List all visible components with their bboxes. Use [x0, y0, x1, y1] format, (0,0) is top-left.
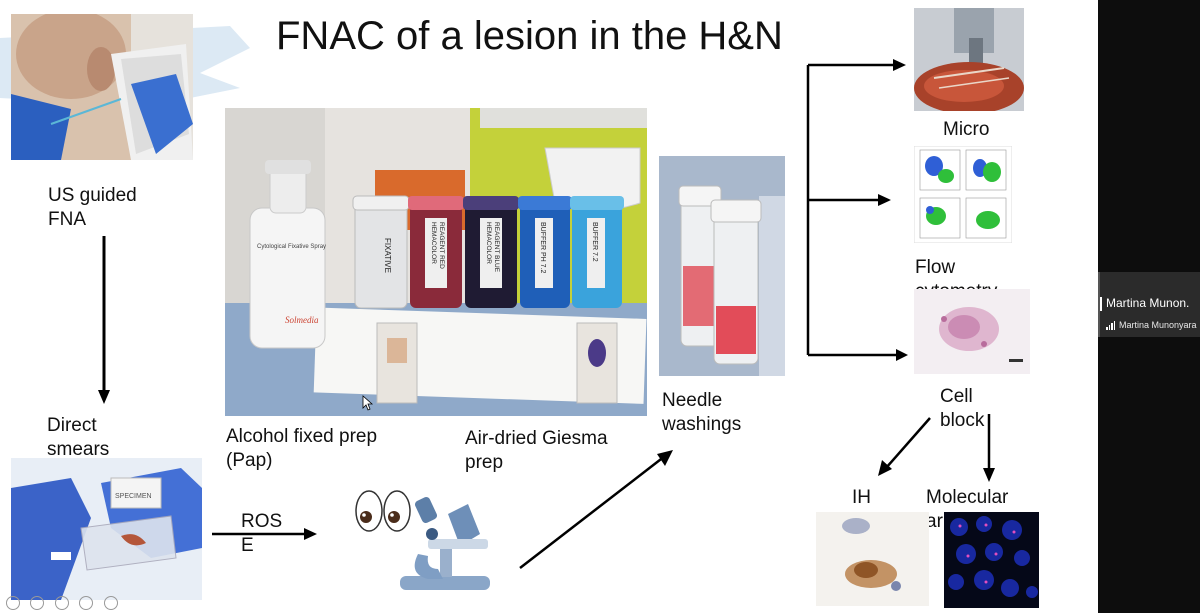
cell-block-label: Cell block: [940, 386, 985, 431]
spray-bottle-label: Cytological Fixative Spray: [257, 244, 326, 250]
down-arrow-icon: [98, 236, 110, 404]
cell-block-photo: [914, 289, 1030, 374]
air-dried-giesma-label: Air-dried Giesma prep: [465, 428, 608, 473]
us-guided-fna-label: US guided FNA: [48, 185, 137, 230]
participant-panel: Martina Munon. Martina Munonyara: [1098, 0, 1200, 613]
direct-smears-label: Direct smears: [47, 415, 110, 460]
rose-label: ROS E: [241, 511, 283, 556]
presentation-controls[interactable]: [6, 596, 124, 613]
presentation-slide: FNAC of a lesion in the H&N US guided FN…: [0, 0, 1098, 613]
menu-control-icon[interactable]: [103, 596, 118, 610]
svg-text:REAGENT RED: REAGENT RED: [438, 222, 445, 269]
fixative-label: FIXATIVE: [383, 238, 392, 273]
buffer-ph-label: BUFFER PH 7.2: [539, 222, 546, 273]
hemacolor-blue-label: HEMACOLOR: [485, 222, 492, 264]
svg-text:REAGENT BLUE: REAGENT BLUE: [493, 222, 500, 273]
eyes-icon: [355, 490, 411, 532]
ihc-arrow-icon: [878, 417, 931, 476]
alcohol-fixed-prep-label: Alcohol fixed prep (Pap): [226, 426, 378, 471]
branch-arrows-icon: [806, 59, 908, 361]
micro-label: Micro: [943, 119, 990, 140]
molecular-label: Molecular ar: [926, 487, 1009, 532]
hemacolor-red-bottle: HEMACOLOR REAGENT RED: [408, 196, 464, 308]
molecular-photo: [944, 512, 1039, 608]
right-arrow-icon: [212, 528, 317, 540]
buffer-bottle: BUFFER 7.2: [570, 196, 624, 308]
needle-washings-photo: [659, 156, 785, 376]
hemacolor-blue-bottle: HEMACOLOR REAGENT BLUE: [463, 196, 519, 308]
microscope-icon: [400, 497, 490, 590]
participant-tile[interactable]: Martina Munon. Martina Munonyara: [1098, 272, 1200, 337]
participant-tile-name: Martina Munon.: [1099, 296, 1190, 311]
direct-smears-photo: SPECIMEN: [11, 458, 202, 600]
prev-control-icon[interactable]: [6, 596, 20, 610]
needle-washings-label: Needle washings: [662, 390, 742, 435]
hemacolor-red-label: HEMACOLOR: [430, 222, 437, 264]
fixative-bottle: FIXATIVE: [352, 195, 410, 309]
staining-bench-photo: Cytological Fixative Spray Solmedia FIXA…: [225, 108, 647, 416]
buffer-label: BUFFER 7.2: [591, 222, 598, 262]
mouse-cursor-icon: [362, 395, 374, 411]
ihc-photo: [816, 512, 929, 606]
us-guided-fna-photo: [11, 14, 193, 160]
molecular-arrow-icon: [983, 414, 995, 482]
slide-title: FNAC of a lesion in the H&N: [276, 14, 783, 58]
spray-brand-label: Solmedia: [285, 315, 319, 325]
specimen-label: SPECIMEN: [115, 493, 152, 500]
next-control-icon[interactable]: [30, 596, 45, 610]
zoom-control-icon[interactable]: [79, 596, 94, 610]
flow-cytometry-photo: [914, 146, 1012, 243]
diagonal-arrow-icon: [519, 450, 673, 569]
signal-icon: [1106, 320, 1116, 330]
pen-control-icon[interactable]: [54, 596, 69, 610]
micro-photo: [914, 8, 1024, 111]
buffer-ph-bottle: BUFFER PH 7.2: [518, 196, 572, 308]
participant-full-name: Martina Munonyara: [1106, 320, 1197, 330]
